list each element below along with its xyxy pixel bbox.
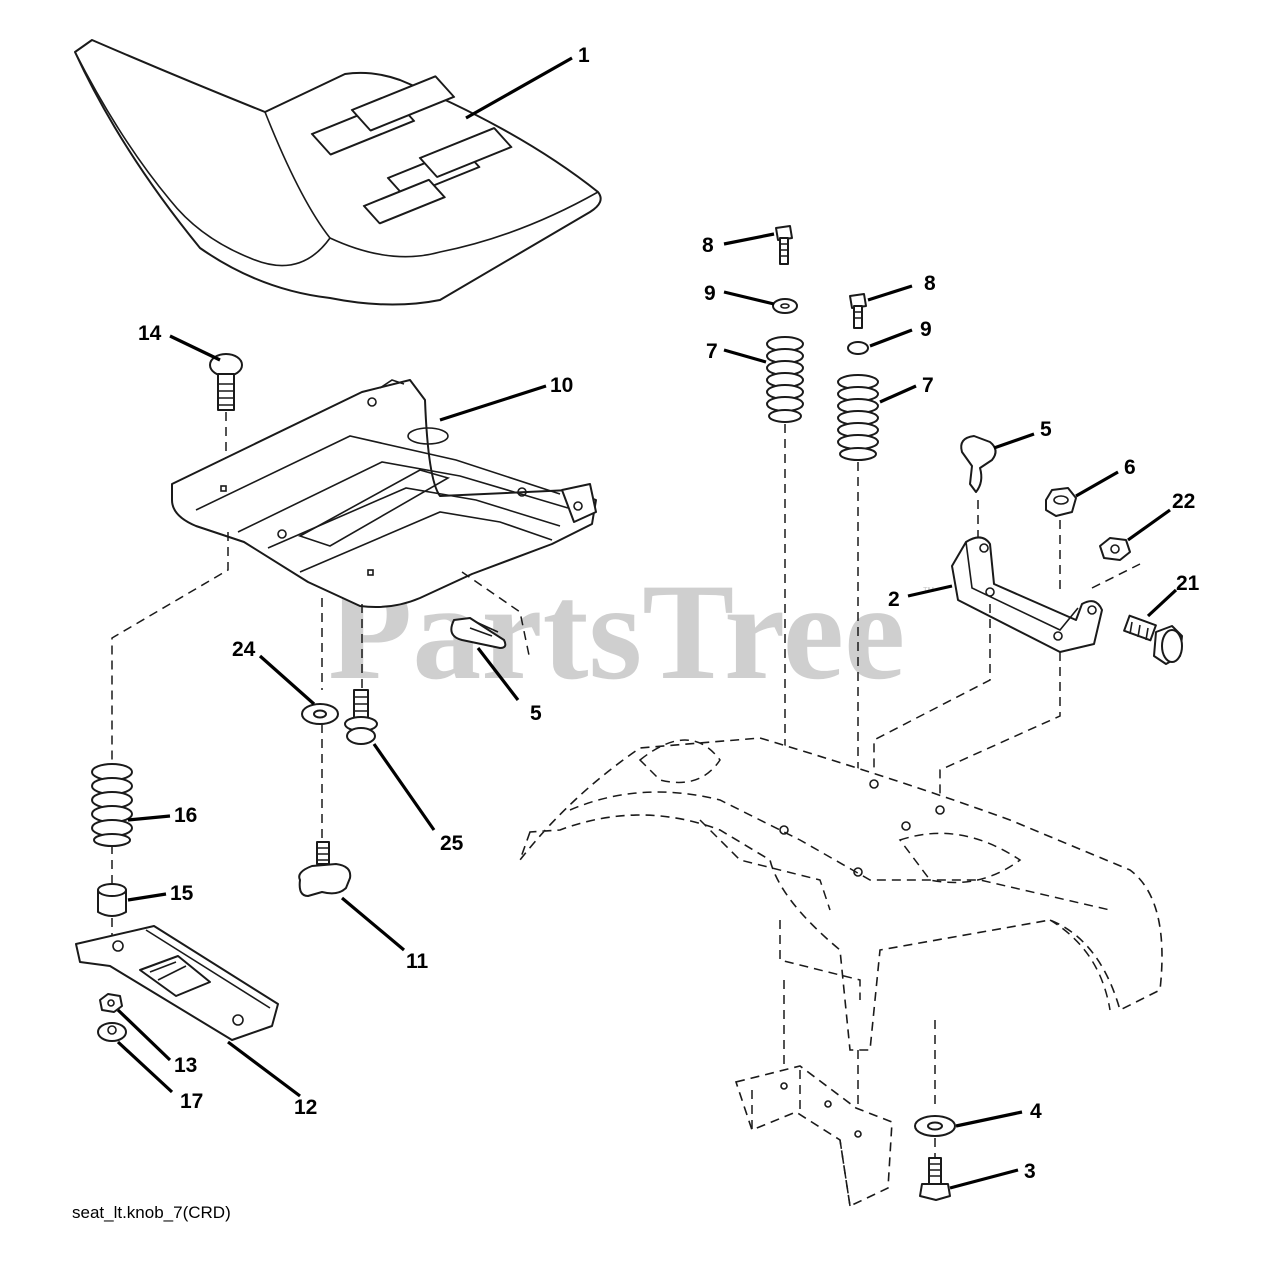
bolt-3-part — [919, 1157, 951, 1201]
callout-7-right: 7 — [922, 374, 934, 397]
callout-9-right: 9 — [920, 318, 932, 341]
callout-14: 14 — [138, 322, 162, 345]
spring-7-right-part — [837, 374, 879, 461]
seat-cushion-part — [74, 39, 602, 306]
lower-mount-bracket-part — [734, 1065, 893, 1208]
callout-24: 24 — [232, 638, 256, 661]
diagram-caption: seat_lt.knob_7(CRD) — [72, 1203, 231, 1222]
washer-4-part — [914, 1115, 956, 1137]
callout-5-left: 5 — [530, 702, 542, 725]
callout-2: 2 — [888, 588, 900, 611]
hex-nut-6-part — [1045, 487, 1077, 517]
callout-13: 13 — [174, 1054, 197, 1077]
shoulder-bolt-21-part — [1123, 614, 1183, 665]
callout-11: 11 — [406, 950, 429, 973]
callout-6: 6 — [1124, 456, 1136, 479]
knob-part — [298, 841, 352, 897]
callout-22: 22 — [1172, 490, 1195, 513]
flange-nut-part — [97, 1022, 127, 1042]
callout-3: 3 — [1024, 1160, 1036, 1183]
fender-outline-part — [519, 737, 1163, 1051]
callout-10: 10 — [550, 374, 573, 397]
callout-8-left: 8 — [702, 234, 714, 257]
carriage-bolt-part — [209, 353, 243, 411]
nut-13-part — [99, 993, 123, 1013]
nut-22-part — [1099, 537, 1131, 561]
hairpin-clip-left-part — [450, 617, 507, 649]
spring-16-part — [91, 763, 133, 847]
washer-9-right-part — [847, 341, 869, 355]
bolt-8-right-part — [849, 293, 867, 329]
slide-plate-part — [75, 925, 279, 1041]
seat-bracket-part — [951, 536, 1103, 653]
callout-15: 15 — [170, 882, 194, 905]
callout-21: 21 — [1176, 572, 1200, 595]
callout-9-left: 9 — [704, 282, 716, 305]
callout-16: 16 — [174, 804, 197, 827]
callout-8-right: 8 — [924, 272, 936, 295]
callout-5-right: 5 — [1040, 418, 1052, 441]
leader-lines — [116, 56, 1178, 1190]
bolt-8-left-part — [775, 225, 793, 265]
callout-4: 4 — [1030, 1100, 1042, 1123]
callout-7-left: 7 — [706, 340, 718, 363]
callout-1: 1 — [578, 44, 590, 67]
callout-25: 25 — [440, 832, 464, 855]
hairpin-clip-right-part — [960, 435, 997, 493]
callout-12: 12 — [294, 1096, 317, 1119]
spring-7-left-part — [766, 336, 804, 423]
seat-pan-part — [171, 379, 597, 608]
shoulder-bolt-part — [344, 689, 378, 745]
washer-9-left-part — [772, 298, 798, 314]
callout-17: 17 — [180, 1090, 203, 1113]
washer-24-part — [301, 703, 339, 725]
spacer-15-part — [97, 883, 127, 917]
